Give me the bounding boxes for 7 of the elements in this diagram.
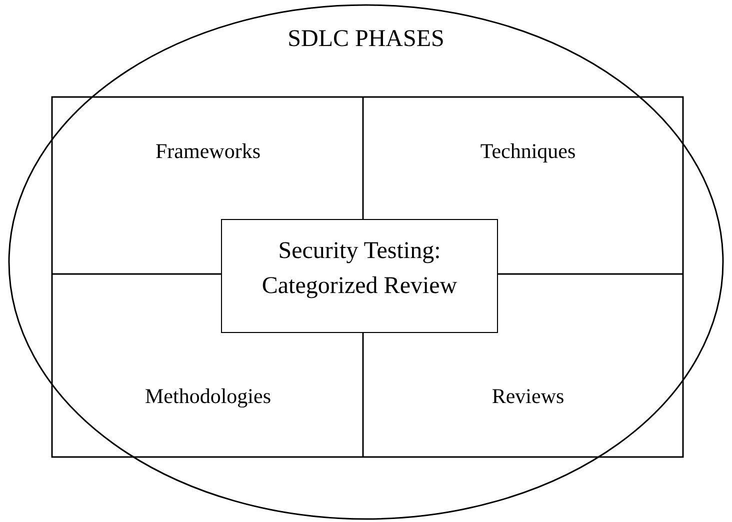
category-label: Frameworks	[156, 139, 260, 164]
category-label: Methodologies	[145, 384, 271, 410]
category-label: Techniques	[480, 139, 576, 164]
category-label: Reviews	[492, 384, 564, 410]
central-title: Security Testing: Categorized Review	[262, 238, 458, 299]
title-box	[221, 219, 498, 333]
diagram-heading: SDLC PHASES	[288, 26, 444, 52]
